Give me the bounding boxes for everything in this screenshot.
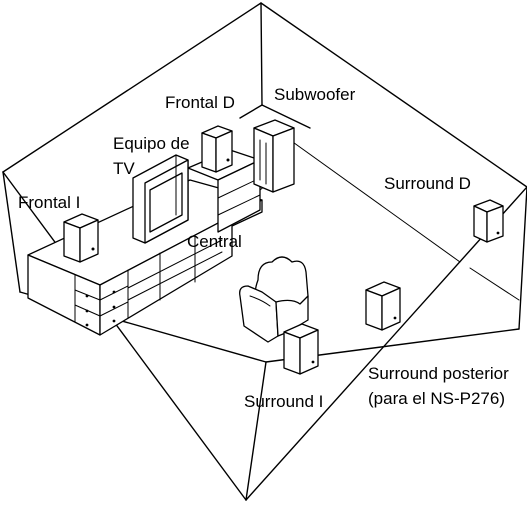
label-frontal-i: Frontal I (18, 193, 80, 212)
label-equipo-line1: Equipo de (113, 134, 190, 153)
tv-set (132, 154, 189, 244)
label-frontal-d: Frontal D (165, 93, 235, 112)
label-surround-posterior-line2: (para el NS-P276) (368, 389, 505, 408)
label-central: Central (187, 232, 242, 251)
surround-left-speaker (283, 323, 319, 375)
label-equipo-line2: TV (113, 159, 135, 178)
subwoofer (253, 119, 295, 193)
front-right-speaker (201, 125, 233, 173)
label-subwoofer: Subwoofer (274, 85, 356, 104)
label-surround-d: Surround D (384, 174, 471, 193)
label-surround-posterior-line1: Surround posterior (368, 364, 509, 383)
surround-right-speaker (473, 199, 504, 243)
surround-back-speaker (365, 281, 401, 331)
front-left-speaker (63, 213, 99, 263)
label-surround-i: Surround I (244, 392, 323, 411)
